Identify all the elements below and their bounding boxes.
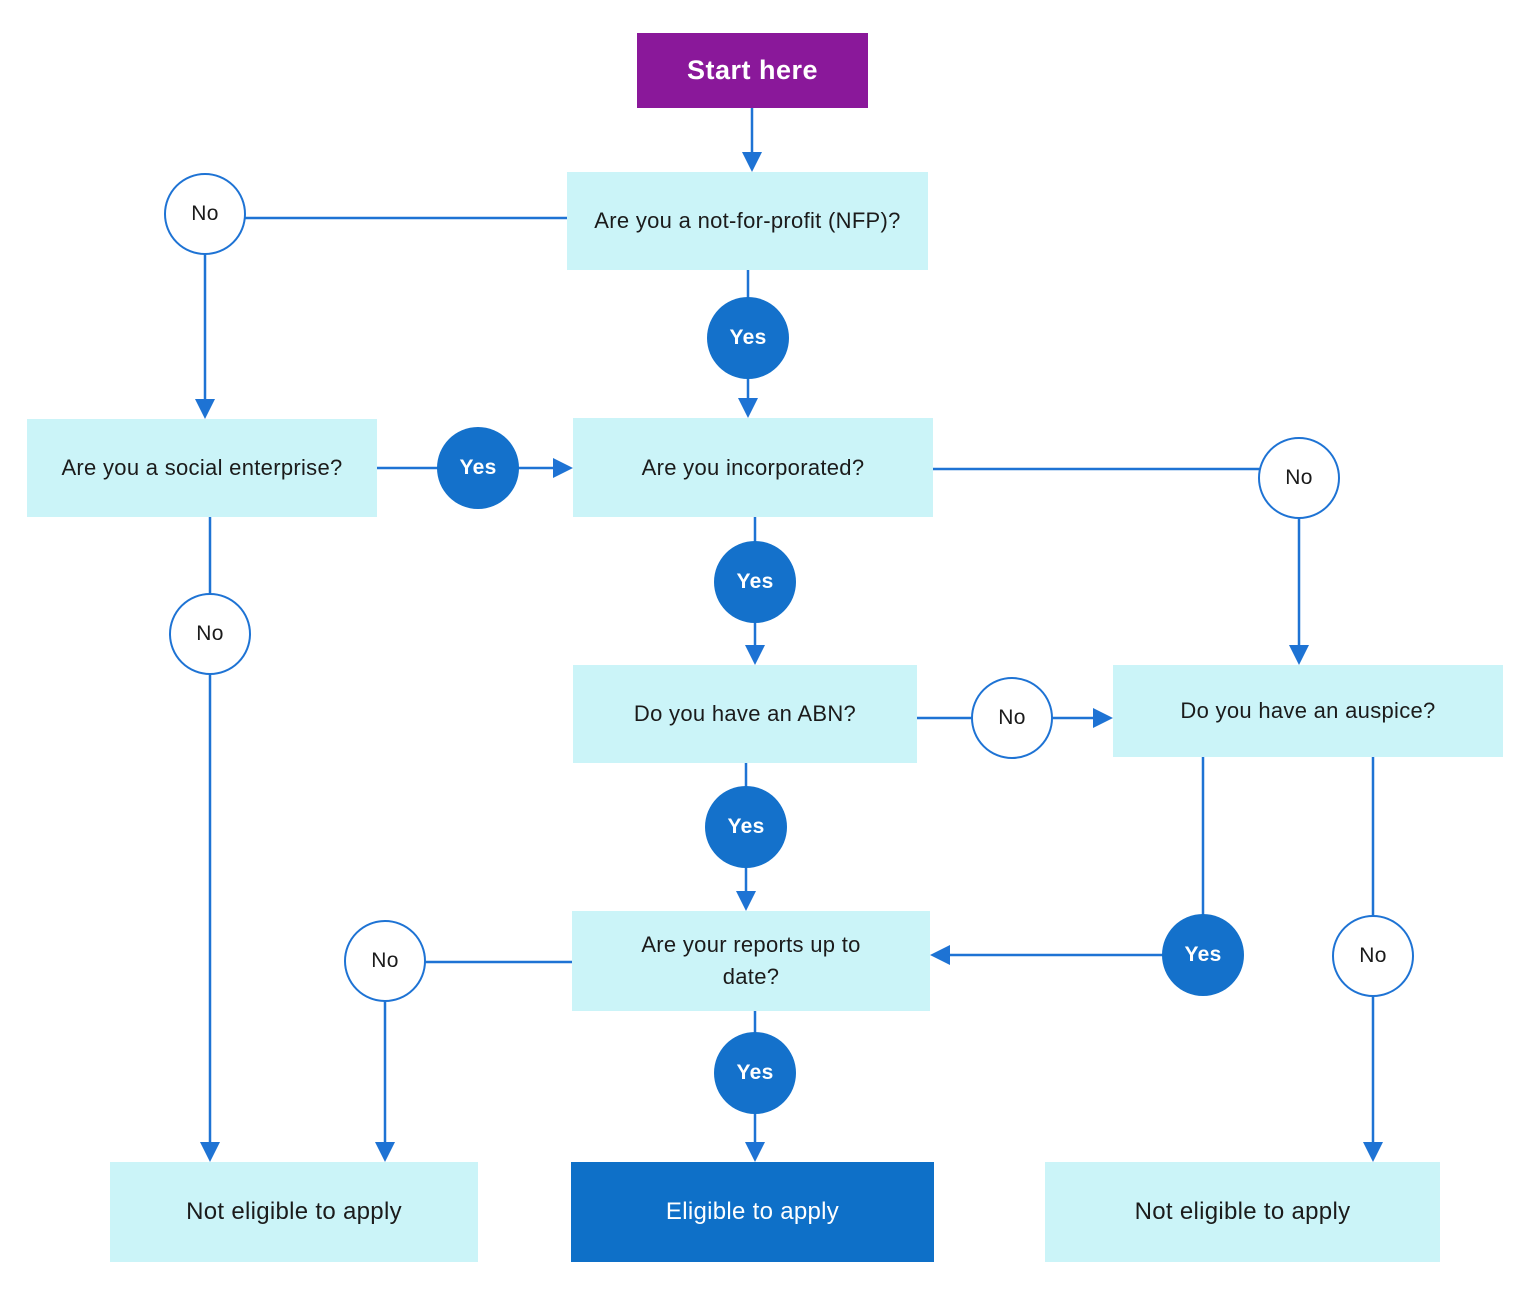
connector-no-social-not-eligible: No (169, 593, 251, 675)
connector-no-nfp-social: No (164, 173, 246, 255)
node-eligible: Eligible to apply (571, 1162, 934, 1262)
node-nfp-question: Are you a not-for-profit (NFP)? (567, 172, 928, 270)
connector-no-incorporated-auspice: No (1258, 437, 1340, 519)
connector-yes-reports-eligible: Yes (714, 1032, 796, 1114)
node-reports-question: Are your reports up to date? (572, 911, 930, 1011)
node-abn-question: Do you have an ABN? (573, 665, 917, 763)
node-not-eligible-right: Not eligible to apply (1045, 1162, 1440, 1262)
edge-reports-no-not-eligible (375, 960, 572, 1162)
connector-no-abn-auspice: No (971, 677, 1053, 759)
node-social-enterprise-question: Are you a social enterprise? (27, 419, 377, 517)
node-incorporated-question: Are you incorporated? (573, 418, 933, 517)
connector-yes-abn-reports: Yes (705, 786, 787, 868)
edge-incorporated-no-auspice (933, 467, 1309, 665)
edge-auspice-yes-reports (930, 757, 1205, 965)
edge-nfp-no-social (195, 216, 567, 419)
connector-yes-auspice-reports: Yes (1162, 914, 1244, 996)
node-not-eligible-left: Not eligible to apply (110, 1162, 478, 1262)
connector-no-auspice-not-eligible: No (1332, 915, 1414, 997)
node-start: Start here (637, 33, 868, 108)
connector-yes-nfp-incorporated: Yes (707, 297, 789, 379)
connector-no-reports-not-eligible: No (344, 920, 426, 1002)
connector-yes-incorporated-abn: Yes (714, 541, 796, 623)
connector-yes-social-incorporated: Yes (437, 427, 519, 509)
node-auspice-question: Do you have an auspice? (1113, 665, 1503, 757)
